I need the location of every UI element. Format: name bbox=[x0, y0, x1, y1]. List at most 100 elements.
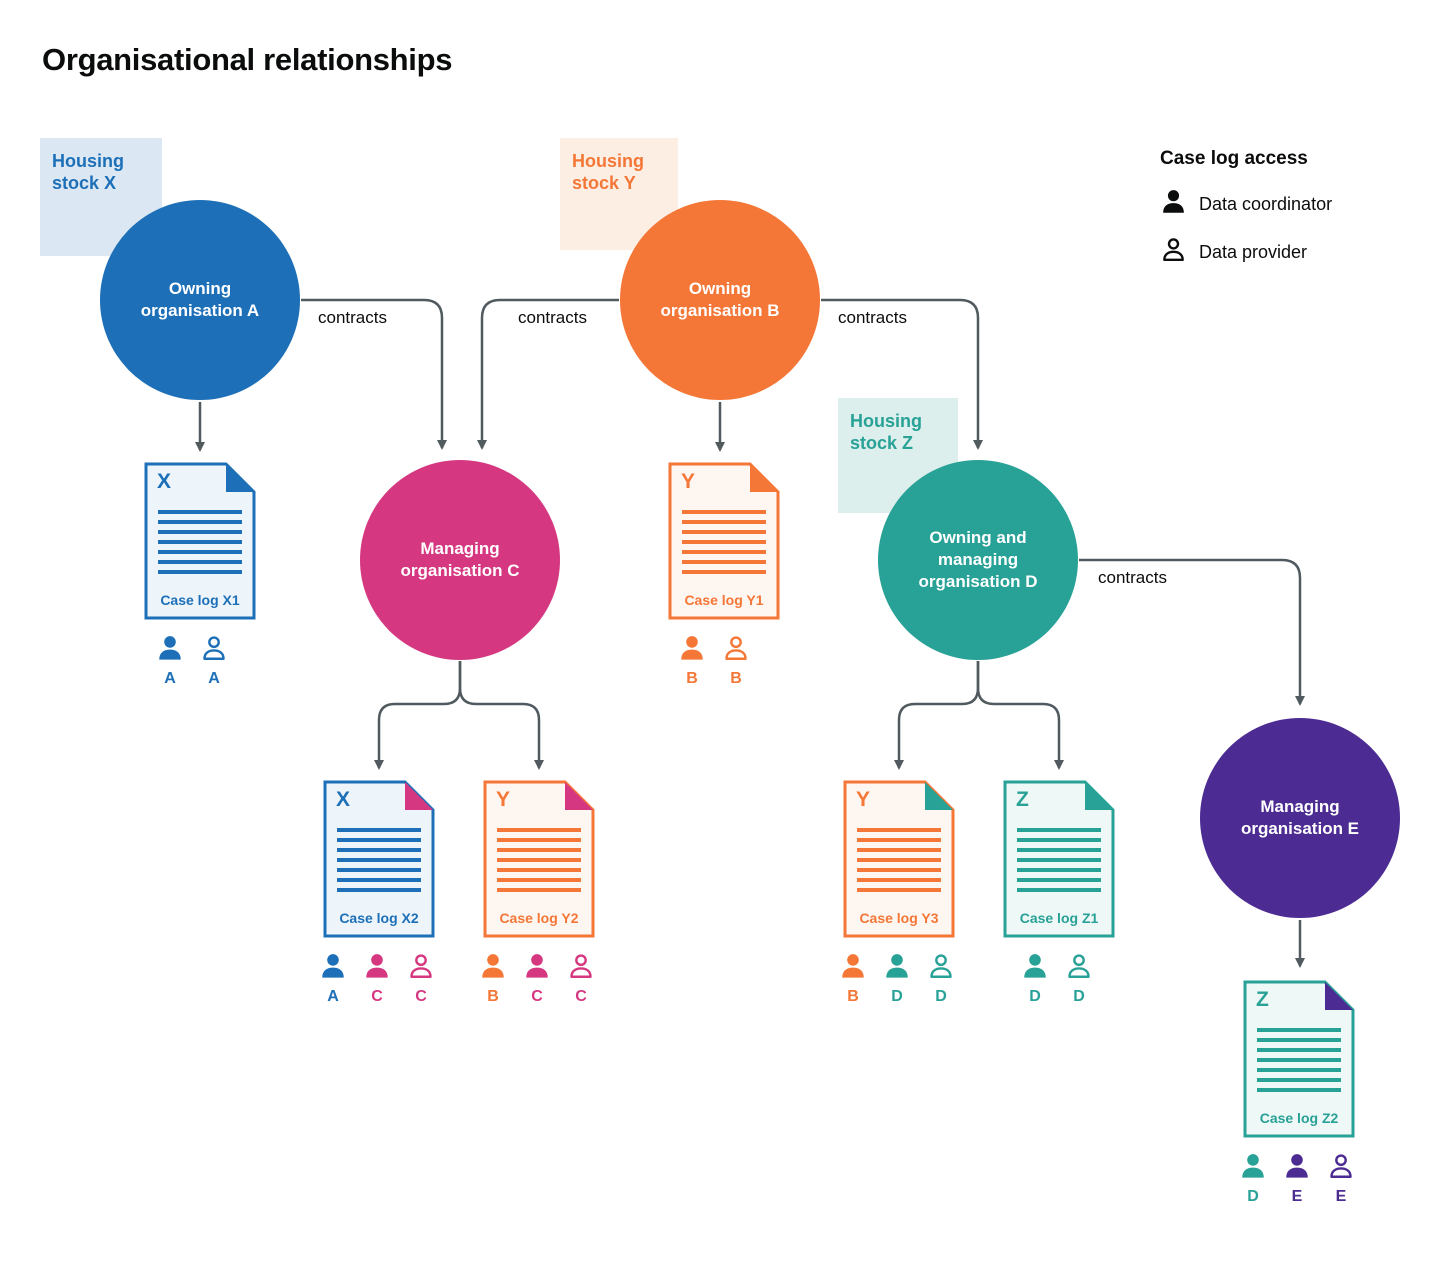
case-log-y2-letter: Y bbox=[496, 788, 511, 811]
legend-title: Case log access bbox=[1160, 148, 1308, 169]
person-filled-icon bbox=[1021, 952, 1049, 985]
arrow-org-d-to-caselog-z1 bbox=[976, 661, 1064, 770]
legend-item-data-coordinator: Data coordinator bbox=[1160, 188, 1332, 220]
case-log-z2-caption: Case log Z2 bbox=[1259, 1110, 1339, 1126]
org-c-circle: Managing organisation C bbox=[360, 460, 560, 660]
case-log-access-person: A bbox=[313, 952, 353, 1006]
document-text-lines bbox=[497, 828, 581, 898]
access-person-label: D bbox=[935, 988, 947, 1005]
housing-stock-z-label: Housing stock Z bbox=[850, 411, 922, 453]
case-log-access-person: C bbox=[561, 952, 601, 1006]
document-text-lines bbox=[158, 510, 242, 580]
access-person-label: E bbox=[1291, 1188, 1303, 1205]
case-log-access-person: D bbox=[1015, 952, 1055, 1006]
arrow-org-c-to-caselog-x2 bbox=[374, 661, 462, 770]
case-log-y1-document: Y Case log Y1 bbox=[668, 462, 780, 620]
person-filled-icon bbox=[678, 634, 706, 667]
case-log-y2-document: Y Case log Y2 bbox=[483, 780, 595, 938]
access-person-label: C bbox=[575, 988, 587, 1005]
case-log-access-person: E bbox=[1277, 1152, 1317, 1206]
case-log-y1-caption: Case log Y1 bbox=[684, 592, 764, 608]
contracts-label-a-to-c: contracts bbox=[318, 308, 387, 327]
case-log-access-person: C bbox=[401, 952, 441, 1006]
case-log-y3-document: Y Case log Y3 bbox=[843, 780, 955, 938]
case-log-z1-document: Z Case log Z1 bbox=[1003, 780, 1115, 938]
person-outline-icon bbox=[1065, 952, 1093, 985]
person-outline-icon bbox=[722, 634, 750, 667]
document-text-lines bbox=[1017, 828, 1101, 898]
case-log-access-person: B bbox=[473, 952, 513, 1006]
person-outline-icon bbox=[1327, 1152, 1355, 1185]
org-b-circle: Owning organisation B bbox=[620, 200, 820, 400]
access-person-label: B bbox=[847, 988, 859, 1005]
arrow-org-b-to-org-c bbox=[477, 298, 619, 450]
person-filled-icon bbox=[363, 952, 391, 985]
arrow-org-c-to-caselog-y2 bbox=[458, 661, 544, 770]
person-filled-icon bbox=[479, 952, 507, 985]
arrow-org-d-to-caselog-y3 bbox=[894, 661, 980, 770]
case-log-access-person: D bbox=[877, 952, 917, 1006]
person-filled-icon bbox=[1239, 1152, 1267, 1185]
legend-label-data-provider: Data provider bbox=[1199, 241, 1308, 262]
person-filled-icon bbox=[883, 952, 911, 985]
person-filled-icon bbox=[839, 952, 867, 985]
access-person-label: A bbox=[208, 670, 220, 687]
case-log-x1-letter: X bbox=[157, 470, 172, 493]
case-log-access-person: A bbox=[194, 634, 234, 688]
case-log-x2-document: X Case log X2 bbox=[323, 780, 435, 938]
person-outline-icon bbox=[567, 952, 595, 985]
person-filled-icon bbox=[523, 952, 551, 985]
org-a-circle: Owning organisation A bbox=[100, 200, 300, 400]
contracts-label-d-to-e: contracts bbox=[1098, 568, 1167, 587]
access-person-label: D bbox=[891, 988, 903, 1005]
org-a-label: Owning organisation A bbox=[140, 278, 260, 320]
person-outline-icon bbox=[200, 634, 228, 667]
case-log-access-person: B bbox=[716, 634, 756, 688]
case-log-y3-caption: Case log Y3 bbox=[859, 910, 939, 926]
case-log-access-person: B bbox=[833, 952, 873, 1006]
case-log-access-person: E bbox=[1321, 1152, 1361, 1206]
document-text-lines bbox=[1257, 1028, 1341, 1098]
case-log-y2-caption: Case log Y2 bbox=[499, 910, 579, 926]
case-log-access-person: D bbox=[1059, 952, 1099, 1006]
org-e-label: Managing organisation E bbox=[1240, 796, 1360, 838]
access-person-label: C bbox=[371, 988, 383, 1005]
access-person-label: D bbox=[1073, 988, 1085, 1005]
page-title: Organisational relationships bbox=[42, 42, 453, 77]
access-person-label: B bbox=[487, 988, 499, 1005]
case-log-z1-caption: Case log Z1 bbox=[1019, 910, 1099, 926]
case-log-access-person: D bbox=[1233, 1152, 1273, 1206]
contracts-label-b-to-d: contracts bbox=[838, 308, 907, 327]
case-log-access-person: B bbox=[672, 634, 712, 688]
person-outline-icon bbox=[1160, 236, 1187, 268]
document-text-lines bbox=[857, 828, 941, 898]
housing-stock-y-label: Housing stock Y bbox=[572, 151, 644, 193]
person-filled-icon bbox=[156, 634, 184, 667]
person-outline-icon bbox=[407, 952, 435, 985]
access-person-label: A bbox=[327, 988, 339, 1005]
access-person-label: B bbox=[730, 670, 742, 687]
case-log-y1-letter: Y bbox=[681, 470, 696, 493]
person-outline-icon bbox=[927, 952, 955, 985]
case-log-access-person: C bbox=[357, 952, 397, 1006]
case-log-access-person: C bbox=[517, 952, 557, 1006]
person-filled-icon bbox=[1160, 188, 1187, 220]
access-person-label: D bbox=[1247, 1188, 1259, 1205]
access-person-label: C bbox=[531, 988, 543, 1005]
access-person-label: E bbox=[1335, 1188, 1347, 1205]
org-d-label: Owning and managing organisation D bbox=[918, 527, 1038, 592]
person-filled-icon bbox=[319, 952, 347, 985]
access-person-label: C bbox=[415, 988, 427, 1005]
housing-stock-z-box: Housing stock Z bbox=[838, 398, 958, 513]
case-log-x1-document: X Case log X1 bbox=[144, 462, 256, 620]
arrow-org-a-to-org-c bbox=[301, 298, 447, 450]
